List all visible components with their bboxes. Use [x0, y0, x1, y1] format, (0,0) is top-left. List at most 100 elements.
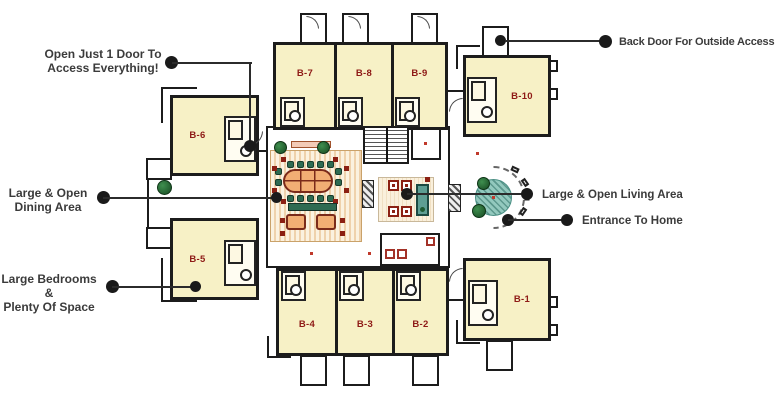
- dining-chair-icon: [327, 161, 334, 168]
- door-arc: [449, 98, 463, 112]
- callout-bedrooms: Large Bedrooms & Plenty Of Space: [0, 272, 98, 314]
- stairs: [363, 126, 409, 164]
- callout-dot: [190, 281, 201, 292]
- callout-line: [249, 62, 251, 146]
- callout-line: [508, 219, 567, 221]
- plant-icon: [157, 180, 172, 195]
- callout-line: [172, 62, 252, 64]
- callout-line: [505, 40, 600, 42]
- red-accent: [281, 199, 286, 204]
- callout-open-door-line1: Open Just 1 Door To: [44, 47, 162, 61]
- corner-trim: [161, 87, 197, 123]
- callout-dot: [495, 35, 506, 46]
- dining-chair-icon: [275, 179, 282, 186]
- corner-trim: [456, 45, 480, 69]
- callout-dot: [165, 56, 178, 69]
- corner-trim: [161, 258, 197, 302]
- red-accent: [340, 218, 345, 223]
- bed-bath-icon: [224, 116, 256, 162]
- wall: [449, 299, 463, 301]
- dining-chair-icon: [317, 161, 324, 168]
- dining-chair-icon: [297, 195, 304, 202]
- red-marker: [424, 142, 427, 145]
- red-accent: [340, 231, 345, 236]
- bed-bath-icon: [224, 240, 256, 286]
- armchair-icon: [388, 180, 399, 191]
- bed-bath-icon: [338, 97, 363, 127]
- room-label: B-2: [412, 318, 429, 330]
- callout-line: [407, 193, 528, 195]
- window-box: [549, 324, 558, 336]
- red-accent: [272, 166, 277, 171]
- dining-chair-icon: [297, 161, 304, 168]
- door-arc: [449, 268, 463, 282]
- red-accent: [272, 188, 277, 193]
- bed-bath-icon: [396, 271, 421, 301]
- plant-icon: [274, 141, 287, 154]
- corner-trim: [267, 336, 291, 358]
- dining-table: [283, 169, 333, 193]
- dining-chair-icon: [335, 179, 342, 186]
- red-accent: [425, 177, 430, 182]
- callout-dot: [271, 192, 282, 203]
- wall: [147, 180, 149, 227]
- red-accent: [344, 188, 349, 193]
- hatched-pier: [448, 184, 461, 212]
- callout-dot: [599, 35, 612, 48]
- dining-chair-icon: [335, 168, 342, 175]
- callout-dining: Large & Open Dining Area: [0, 186, 96, 214]
- red-marker: [476, 152, 479, 155]
- room-label: B-1: [513, 294, 531, 305]
- appliance-icon: [385, 249, 395, 259]
- window-bay: [343, 355, 370, 386]
- callout-entrance: Entrance To Home: [582, 215, 683, 227]
- window-bay: [412, 355, 439, 386]
- dining-chair-icon: [307, 161, 314, 168]
- room-label: B-7: [296, 67, 314, 79]
- dining-chair-icon: [317, 195, 324, 202]
- buffet-table: [288, 203, 337, 211]
- callout-line: [112, 286, 196, 288]
- window-bay: [300, 355, 327, 386]
- wall: [448, 90, 463, 92]
- window-bay: [146, 158, 172, 180]
- sofa-table: [416, 184, 429, 216]
- dining-chair-icon: [275, 168, 282, 175]
- callout-dining-line1: Large & Open: [8, 186, 88, 200]
- red-accent: [333, 199, 338, 204]
- window-bay: [486, 340, 513, 371]
- room-label: B-8: [355, 67, 373, 79]
- callout-open-door: Open Just 1 Door To Access Everything!: [25, 47, 181, 75]
- window-box: [549, 296, 558, 308]
- bed-bath-icon: [339, 271, 364, 301]
- dining-chair-icon: [307, 195, 314, 202]
- dining-entry-trellis: [291, 141, 331, 148]
- red-accent: [344, 166, 349, 171]
- red-marker: [492, 196, 495, 199]
- window-box: [549, 60, 558, 72]
- window-box: [549, 88, 558, 100]
- room-label: B-6: [189, 130, 206, 141]
- room-label: B-10: [511, 90, 533, 102]
- bench: [286, 214, 306, 230]
- red-accent: [333, 157, 338, 162]
- window-bay: [146, 227, 172, 249]
- callout-back-door: Back Door For Outside Access: [619, 36, 775, 48]
- room-label: B-5: [189, 253, 206, 265]
- dining-chair-icon: [287, 195, 294, 202]
- callout-bedrooms-line2: Plenty Of Space: [3, 300, 95, 314]
- plant-icon: [317, 141, 330, 154]
- bed-bath-icon: [281, 271, 306, 301]
- bed-bath-icon: [467, 77, 497, 123]
- plant-icon: [477, 177, 490, 190]
- bed-bath-icon: [280, 97, 305, 127]
- appliance-icon: [397, 249, 407, 259]
- room-label: B-4: [298, 318, 316, 330]
- red-marker: [368, 252, 371, 255]
- callout-dot: [561, 214, 573, 226]
- red-accent: [280, 231, 285, 236]
- red-accent: [281, 157, 286, 162]
- plant-icon: [472, 204, 486, 218]
- callout-bedrooms-line1: Large Bedrooms &: [1, 272, 97, 300]
